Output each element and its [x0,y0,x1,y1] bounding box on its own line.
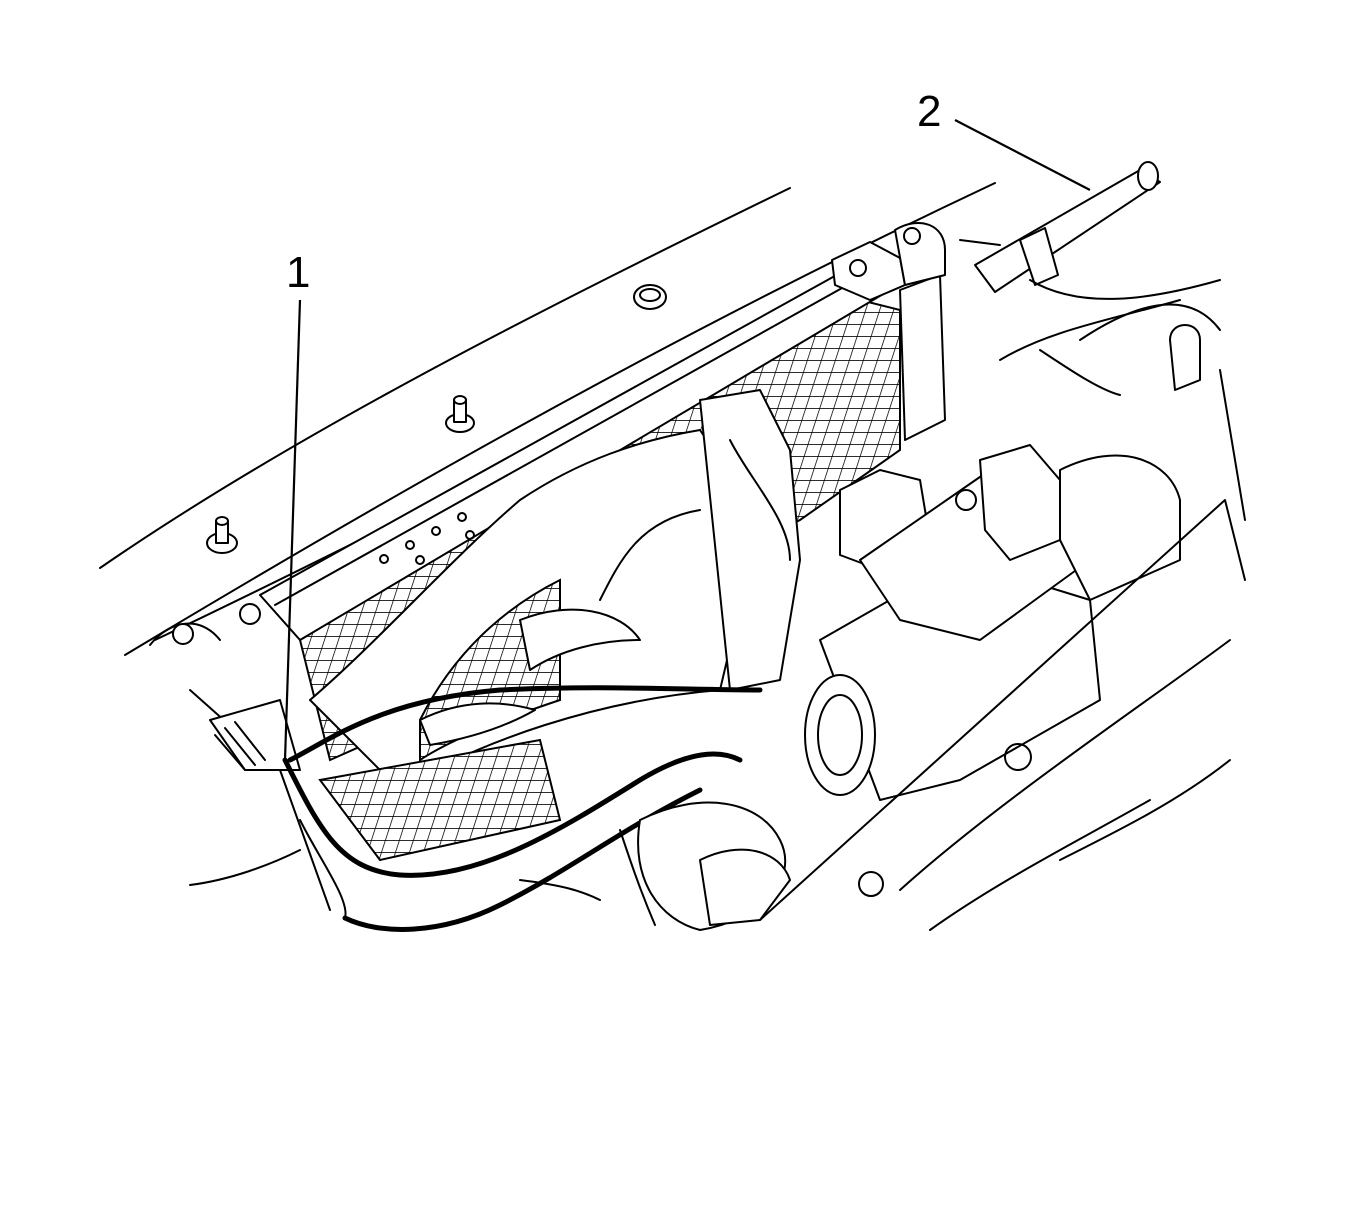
hose-pipe-2 [959,161,1221,396]
callout-2: 2 [917,87,1091,191]
callout-1: 1 [283,248,310,761]
left-frame [149,603,331,911]
hood-stud [445,395,475,433]
hood-stud [206,516,238,554]
fan-shroud [309,389,801,791]
right-frame [759,303,1246,931]
callout-2-label: 2 [917,87,941,136]
callout-1-label: 1 [286,248,310,297]
lower-grille [318,738,562,862]
engine-components [519,444,1181,931]
